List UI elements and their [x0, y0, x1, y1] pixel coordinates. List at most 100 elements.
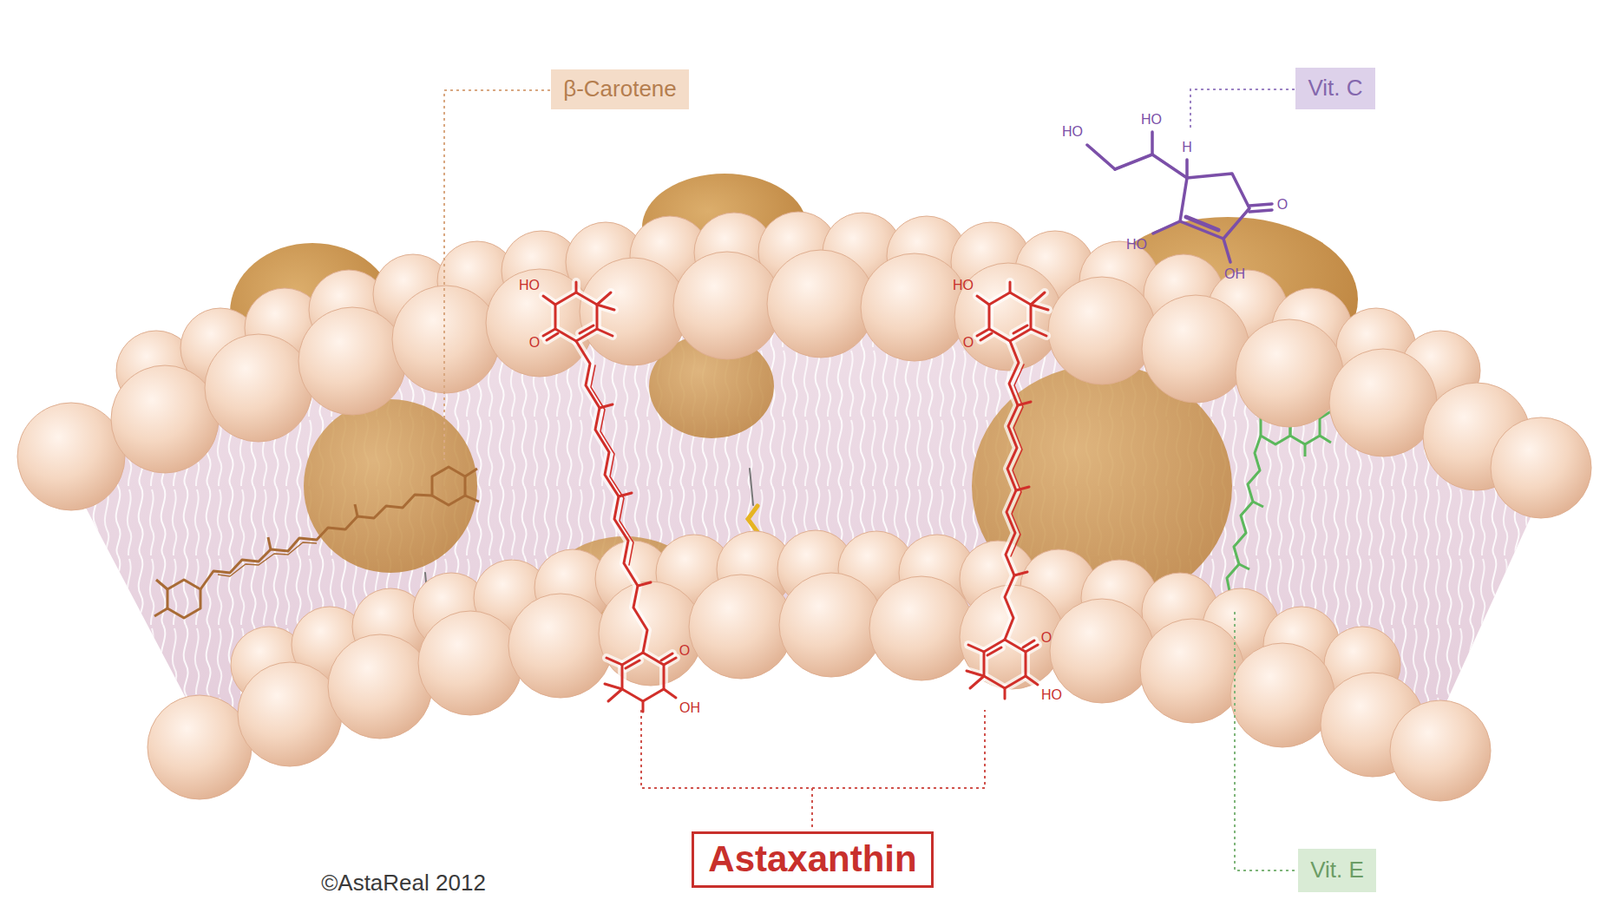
atom-label: HO: [1062, 124, 1083, 139]
molecule-bond: [1239, 563, 1250, 570]
vitamin-e-molecule: [1226, 397, 1332, 596]
molecule-bond: [1014, 571, 1028, 576]
atom-label: H: [1181, 140, 1193, 155]
molecule-tail: [749, 468, 754, 505]
molecule-ring: [604, 652, 676, 712]
molecule-bond: [268, 537, 271, 550]
molecule-bond: [1252, 501, 1264, 507]
atom-label: HO: [1041, 688, 1063, 702]
atom-label: OH: [1224, 267, 1246, 282]
tag-text: β-Carotene: [563, 76, 677, 103]
molecule-bond: [1087, 144, 1115, 170]
lipid-head: [767, 249, 875, 358]
atom-label: O: [679, 643, 690, 658]
molecule-chain: [576, 340, 648, 653]
molecule-bond: [1114, 154, 1153, 170]
leader-line: [444, 90, 551, 460]
atom-label: O: [963, 335, 974, 350]
lipid-head-row: [147, 572, 1491, 801]
lipid-head: [418, 610, 523, 715]
molecule-bond: [1152, 154, 1187, 178]
lipid-head: [1049, 598, 1155, 703]
molecule-chain: [217, 542, 317, 577]
molecule-ring: [1180, 173, 1250, 239]
molecule-chain: [590, 365, 634, 565]
molecule-ring: [432, 466, 466, 505]
lipid-head: [147, 695, 252, 800]
molecule-ring: [167, 579, 201, 618]
astaxanthin-molecule: [543, 281, 1049, 712]
molecule-bond: [156, 579, 168, 590]
atom-label: HO: [518, 278, 540, 293]
leader-line: [1234, 611, 1298, 871]
molecule-ring: [966, 639, 1038, 699]
lipid-head: [1140, 618, 1245, 723]
molecule-ring: [977, 281, 1049, 341]
molecule-ring: [966, 639, 1038, 699]
lipid-head: [298, 307, 407, 415]
label-tag: Astaxanthin: [691, 831, 934, 888]
lipid-head: [1230, 642, 1335, 748]
molecule-bond: [154, 608, 168, 617]
lipid-head: [1329, 348, 1437, 457]
molecule-bond: [618, 492, 632, 497]
molecule-bond: [599, 404, 613, 408]
molecule-chain: [1010, 364, 1024, 557]
molecule-chain: [200, 494, 433, 590]
molecule-bond: [1249, 203, 1273, 206]
molecule-ring: [977, 281, 1049, 341]
molecule-bond: [1186, 216, 1219, 230]
lipid-head: [1141, 295, 1250, 403]
molecule-bond: [1150, 131, 1155, 155]
lipid-head: [327, 634, 433, 739]
molecule-ring: [543, 281, 615, 341]
lipid-head: [1390, 700, 1491, 801]
lipid-head: [17, 402, 125, 511]
molecule-bond: [1319, 435, 1332, 443]
tag-text: Vit. C: [1307, 75, 1363, 102]
lipid-head: [204, 334, 313, 442]
atom-label: OH: [679, 701, 701, 715]
atom-label: HO: [1140, 112, 1162, 127]
molecule-bond: [1249, 209, 1273, 212]
label-tag: Vit. E: [1298, 848, 1377, 892]
lipid-head: [688, 574, 794, 679]
molecule-ring: [604, 652, 676, 712]
copyright-note: ©AstaReal 2012: [321, 871, 486, 894]
lipid-head: [508, 593, 613, 698]
lipid-head: [111, 365, 219, 473]
lipid-head: [860, 253, 969, 361]
molecule-bond: [1185, 159, 1189, 178]
atom-label: HO: [952, 278, 974, 293]
leader-lines: [444, 89, 1298, 871]
molecule-bond: [465, 495, 479, 502]
atom-label: O: [1277, 197, 1288, 212]
label-tag: β-Carotene: [550, 69, 689, 110]
molecule-bond: [1017, 401, 1031, 406]
molecule-bond: [1153, 221, 1181, 234]
molecule-chain: [1226, 435, 1261, 596]
label-tag: Vit. C: [1295, 67, 1376, 110]
vitamin-c-molecule: [1087, 131, 1273, 263]
lipid-head: [1048, 276, 1156, 385]
tag-text: Vit. E: [1310, 857, 1364, 884]
atom-label: O: [529, 335, 540, 350]
leader-line: [811, 787, 814, 831]
molecule-chain: [576, 340, 648, 653]
molecule-bond: [354, 504, 358, 517]
lipid-head-row: [17, 249, 1592, 519]
molecule-ring: [543, 281, 615, 341]
leader-line: [641, 709, 985, 788]
molecule-bond: [1223, 238, 1231, 263]
molecule-bond: [465, 468, 478, 477]
molecule-bond: [1016, 486, 1030, 491]
lipid-head: [1490, 417, 1592, 519]
atom-label: HO: [1126, 237, 1148, 252]
membrane-protein: [303, 399, 478, 573]
astaxanthin-glow: [543, 281, 1049, 712]
lipid-head: [1235, 319, 1344, 427]
molecule-bond: [637, 582, 651, 586]
